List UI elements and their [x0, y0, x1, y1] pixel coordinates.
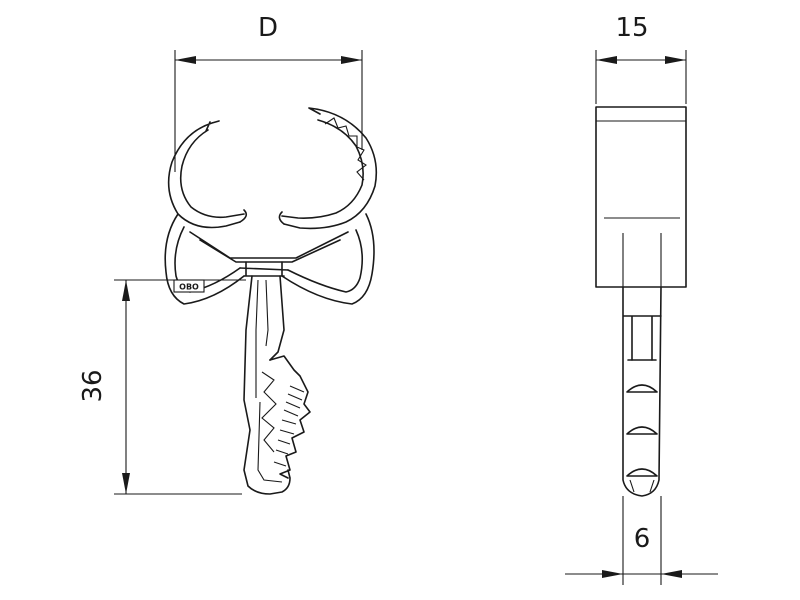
pin-front-view	[243, 275, 311, 495]
pin-inner	[255, 279, 283, 483]
dimension-36: 36	[78, 279, 246, 495]
clip-right-arm	[281, 107, 378, 230]
clip-base	[239, 261, 289, 277]
dimension-36-label: 36	[78, 369, 108, 402]
dimension-D-label: D	[258, 13, 278, 43]
side-view	[595, 106, 687, 497]
dimension-6: 6	[565, 496, 718, 585]
dimension-15-label: 15	[615, 13, 648, 43]
pin-ribs	[261, 371, 305, 467]
clip-front-view: OBO	[164, 107, 378, 305]
dimension-D: D	[174, 13, 363, 172]
dimension-15: 15	[595, 13, 687, 104]
clip-left-arm	[167, 120, 245, 229]
side-pin	[622, 286, 662, 497]
side-pin-nubs	[626, 359, 658, 477]
side-body	[595, 106, 687, 288]
brand-mark: OBO	[179, 283, 199, 292]
dimension-6-label: 6	[634, 524, 651, 554]
clip-hub	[239, 209, 285, 225]
clip-teeth	[324, 117, 367, 181]
pin-shank	[243, 275, 291, 495]
side-pin-tip	[629, 479, 655, 493]
pin-barbs	[269, 355, 311, 479]
